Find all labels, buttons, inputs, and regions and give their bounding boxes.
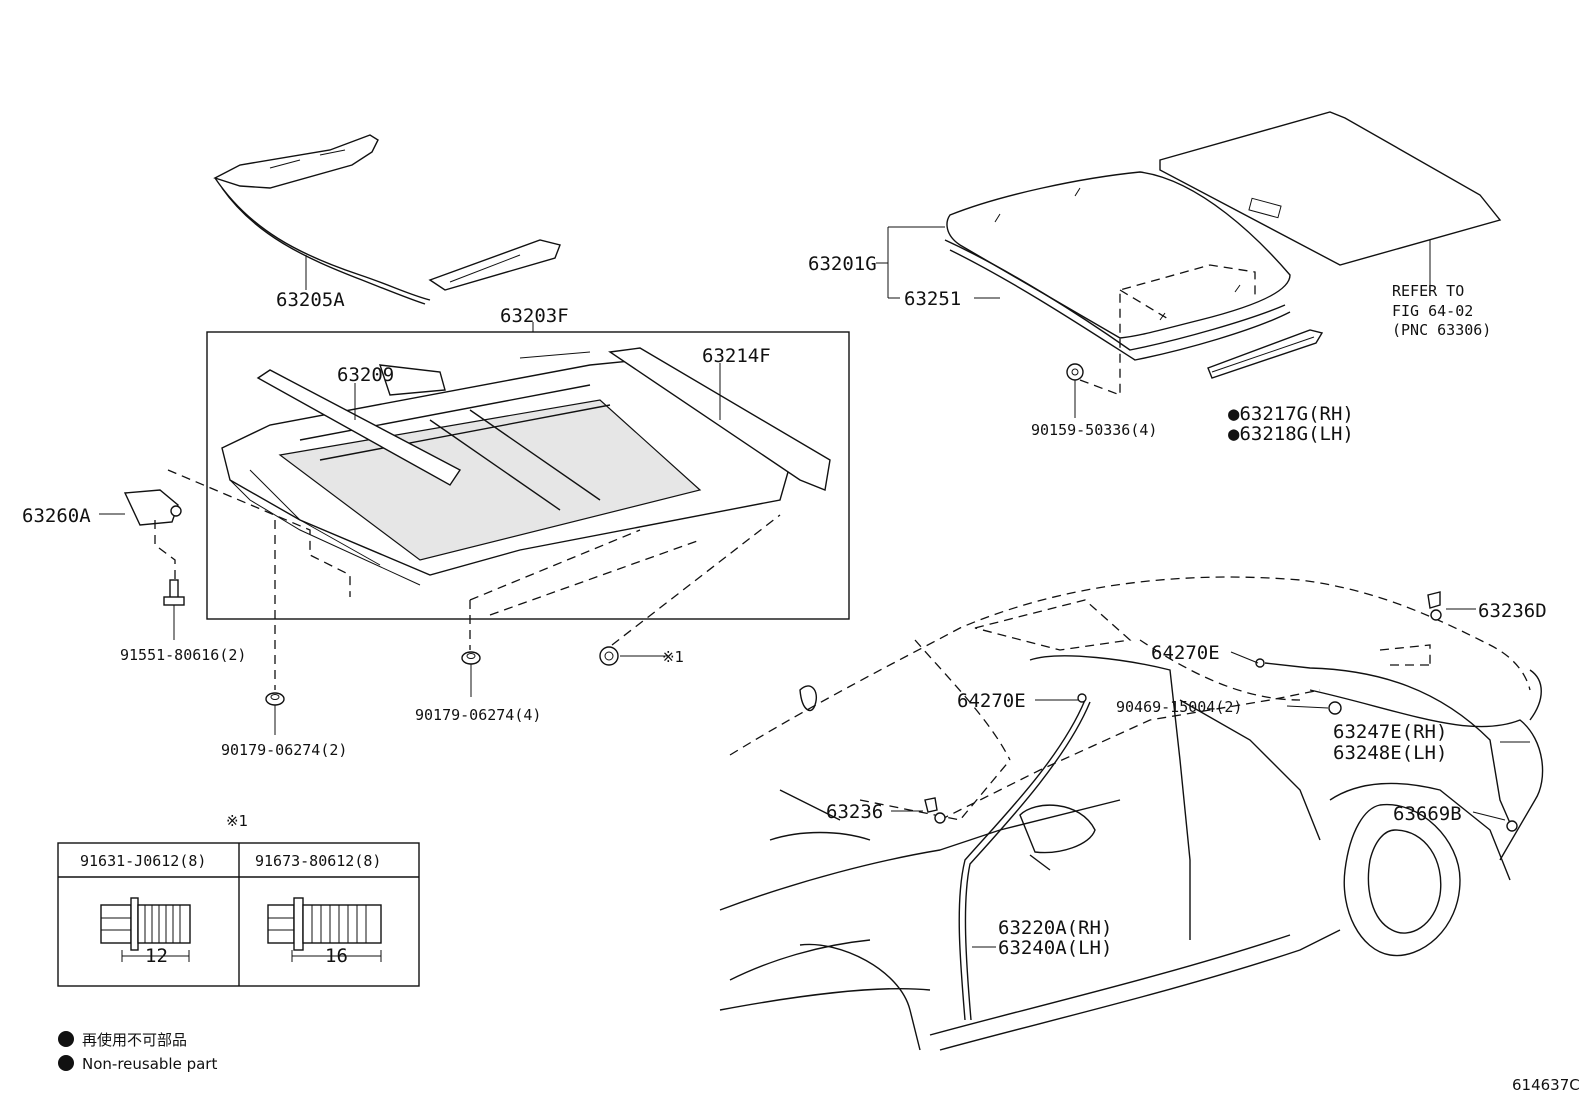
label-63205A: 63205A xyxy=(276,289,345,311)
label-63201G: 63201G xyxy=(808,253,877,275)
assembly-63203F-box xyxy=(206,331,850,620)
label-refer-to: REFER TO xyxy=(1392,282,1464,300)
drain-hose-front xyxy=(958,699,1086,1021)
nut-90179a-drawing xyxy=(265,692,285,706)
label-63236: 63236 xyxy=(826,801,883,823)
label-64270E-front: 64270E xyxy=(957,690,1026,712)
label-90179-4: 90179-06274(4) xyxy=(415,706,541,724)
label-63251: 63251 xyxy=(904,288,961,310)
label-63203F: 63203F xyxy=(500,305,569,327)
label-note1-mark: ※1 xyxy=(662,648,684,666)
bolt-note1-drawing xyxy=(599,646,619,666)
label-63214F: 63214F xyxy=(702,345,771,367)
car-body-drawing xyxy=(719,576,1544,1051)
legend-bullet-2 xyxy=(58,1055,74,1071)
diagram-id: 614637C xyxy=(1512,1076,1580,1094)
part-63260A-drawing xyxy=(123,489,182,526)
bolt-12mm-drawing xyxy=(100,897,191,962)
label-63217G: ●63217G(RH) xyxy=(1228,403,1354,425)
sunroof-frame-drawing xyxy=(221,347,831,586)
bolt-table-mark: ※1 xyxy=(226,812,248,830)
label-63247E: 63247E(RH) xyxy=(1333,721,1447,743)
label-63240A: 63240A(LH) xyxy=(998,937,1112,959)
label-63209: 63209 xyxy=(337,364,394,386)
label-90469: 90469-15004(2) xyxy=(1116,698,1242,716)
label-refer-pnc: (PNC 63306) xyxy=(1392,321,1491,339)
label-63220A: 63220A(RH) xyxy=(998,917,1112,939)
label-64270E-rear: 64270E xyxy=(1151,642,1220,664)
bolt-16mm-drawing xyxy=(267,897,382,962)
bolt-table-col1-length: 12 xyxy=(145,945,168,967)
nut-90179b-drawing xyxy=(461,651,481,665)
legend-bullet-1 xyxy=(58,1031,74,1047)
label-63260A: 63260A xyxy=(22,505,91,527)
legend-text-en: Non-reusable part xyxy=(82,1055,217,1073)
label-63248E: 63248E(LH) xyxy=(1333,742,1447,764)
bolt-table-col2-part: 91673-80612(8) xyxy=(255,852,381,870)
legend-text-jp: 再使用不可部品 xyxy=(82,1031,187,1049)
label-63218G: ●63218G(LH) xyxy=(1228,423,1354,445)
shade-refer-drawing xyxy=(1159,111,1502,266)
label-63236D: 63236D xyxy=(1478,600,1547,622)
weatherstrip-63217G-drawing xyxy=(1207,329,1324,379)
glass-63201G-drawing xyxy=(944,171,1291,361)
bolt-table xyxy=(57,842,420,987)
bolt-table-col1-part: 91631-J0612(8) xyxy=(80,852,206,870)
label-90159: 90159-50336(4) xyxy=(1031,421,1157,439)
label-91551: 91551-80616(2) xyxy=(120,646,246,664)
drain-hose-rear xyxy=(1264,662,1511,824)
label-refer-fig: FIG 64-02 xyxy=(1392,302,1473,320)
part-63205A-drawing xyxy=(213,134,561,305)
bolt-90159-drawing xyxy=(1066,363,1084,381)
bolt-91551-drawing xyxy=(163,579,185,606)
label-63669B: 63669B xyxy=(1393,803,1462,825)
label-90179-2: 90179-06274(2) xyxy=(221,741,347,759)
bolt-table-col2-length: 16 xyxy=(325,945,348,967)
